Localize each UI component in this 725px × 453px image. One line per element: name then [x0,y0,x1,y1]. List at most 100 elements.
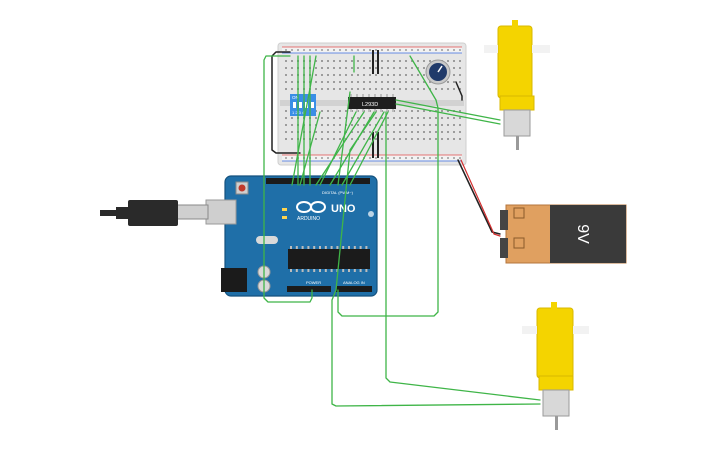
hole [315,157,317,159]
hole [291,88,293,90]
hole [380,109,382,112]
dc-motor-top[interactable] [484,20,550,150]
hole [315,60,317,62]
dip-switch-on-label: ON [292,95,299,100]
hole [374,109,376,112]
hole [447,157,449,159]
hole [423,81,425,83]
hole [429,117,431,119]
hole [333,124,335,126]
hole [315,81,317,83]
hole [375,131,377,133]
hole [453,117,455,119]
potentiometer[interactable] [425,59,451,85]
hole [345,49,347,51]
hole [363,60,365,62]
hole [387,138,389,140]
hole [423,157,425,159]
hole [363,131,365,133]
hole [307,269,310,272]
hole [327,81,329,83]
hole [405,67,407,69]
hole [435,88,437,90]
hole [399,88,401,90]
hole [381,74,383,76]
hole [291,124,293,126]
hole [342,246,345,249]
hole [330,269,333,272]
hole [423,138,425,140]
hole [291,81,293,83]
hole [369,67,371,69]
hole [285,74,287,76]
hole [381,49,383,51]
hole [441,117,443,119]
hole [363,67,365,69]
hole [339,67,341,69]
hole [327,117,329,119]
hole [324,269,327,272]
hole [321,49,323,51]
hole [423,131,425,133]
hole [447,60,449,62]
hole [333,60,335,62]
hole [375,49,377,51]
hole [435,49,437,51]
hole [345,81,347,83]
hole [399,74,401,76]
hole [363,74,365,76]
hole [342,269,345,272]
hole [392,94,394,97]
hole [315,138,317,140]
hole [459,138,461,140]
hole [321,117,323,119]
wire-green-14 [299,111,321,186]
hole [435,157,437,159]
hole [363,81,365,83]
hole [417,74,419,76]
hole [339,49,341,51]
hole [417,67,419,69]
hole [399,131,401,133]
hole [375,138,377,140]
hole [285,131,287,133]
hole [321,131,323,133]
hole [375,60,377,62]
hole [336,246,339,249]
hole [368,94,370,97]
hole [365,246,368,249]
hole [392,109,394,112]
hole [399,81,401,83]
hole [459,124,461,126]
hole [333,49,335,51]
hole [405,49,407,51]
hole [303,49,305,51]
hole [386,109,388,112]
hole [417,131,419,133]
arduino-logo [296,201,326,213]
hole [285,157,287,159]
hole [417,124,419,126]
hole [315,131,317,133]
hole [405,88,407,90]
hole [399,110,401,112]
hole [291,117,293,119]
hole [348,269,350,272]
hole [459,117,461,119]
hole [447,88,449,90]
hole [387,88,389,90]
hole [339,131,341,133]
dip-switch[interactable]: ON 1 2 3 4 [290,94,316,116]
hole [393,49,395,51]
hole [359,246,362,249]
hole [381,81,383,83]
hole [345,74,347,76]
l293d-driver-ic[interactable]: L293D [348,94,396,112]
hole [387,60,389,62]
hole [313,269,316,272]
battery-9v[interactable]: 9V [500,204,627,264]
dc-motor-bottom[interactable] [522,302,589,430]
wire-green-5 [291,55,317,186]
arduino-uno-board[interactable]: UNO ARDUINO DIGITAL (PWM~) POWER ANALOG … [205,175,378,297]
hole [369,49,371,51]
